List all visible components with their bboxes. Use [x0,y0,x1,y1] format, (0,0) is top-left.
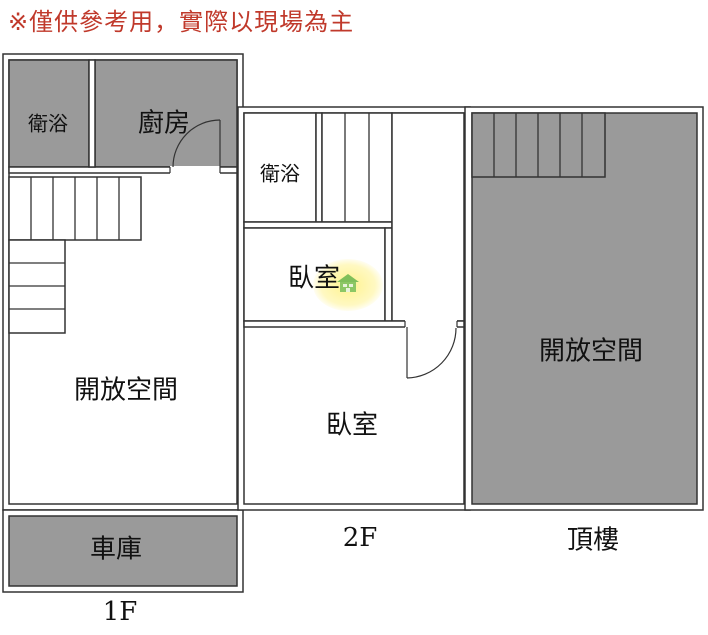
disclaimer-text: ※僅供參考用，實際以現場為主 [8,8,355,36]
room-1f-bath [8,59,90,168]
stair-roof-treads [493,113,583,177]
wall-1f-divider [88,59,96,168]
label-1f-open-space: 開放空間 [73,375,179,406]
label-1f-garage: 車庫 [89,534,143,565]
stair-2f-treads [344,113,370,222]
floor-label-2f: 2F [342,523,378,553]
wall-1f-band [8,166,238,174]
wall-2f-band [243,221,393,229]
floor-roof-plan [464,106,704,511]
room-2f-bath [243,112,317,223]
watermark-logo [313,259,383,311]
floor-label-1f: 1F [102,597,138,627]
wall-2f-bedroom-right [384,227,393,322]
floor-1f-plan [2,53,244,593]
door-swing-kitchen [172,119,221,168]
room-1f-garage [8,515,238,587]
door-opening-bedroom [405,320,457,328]
label-2f-bedroom-small: 臥室 [287,263,341,294]
room-roof-open [471,112,698,505]
label-1f-bath: 衛浴 [28,111,68,136]
floor-2f-plan [237,106,471,511]
label-2f-bedroom-large: 臥室 [325,410,379,441]
wall-2f-band-lower [243,320,465,328]
stair-1f-upper-treads [30,177,120,240]
door-opening-kitchen [170,166,220,174]
door-swing-bedroom [406,327,457,379]
wall-2f-corridor [391,112,465,322]
label-roof-open-space: 開放空間 [538,336,644,367]
wall-2f-bath-right [315,112,323,223]
label-2f-bath: 衛浴 [260,161,300,186]
stair-2f [321,112,393,223]
label-1f-kitchen: 廚房 [137,108,191,139]
floor-label-roof: 頂樓 [566,525,620,556]
house-icon [337,274,359,292]
stair-1f-lower-treads [9,262,65,310]
